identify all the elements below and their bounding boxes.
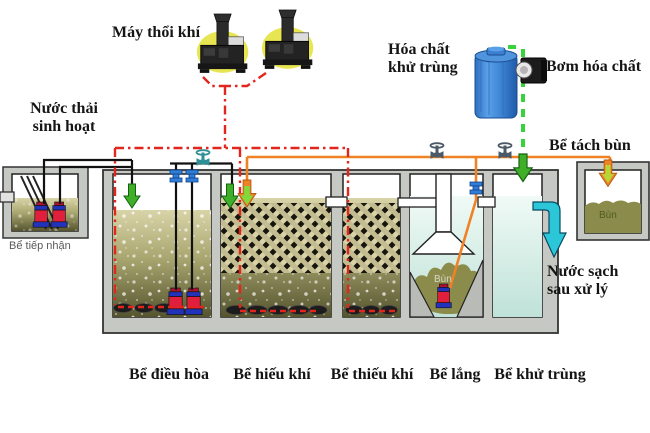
bio-media: [221, 203, 331, 273]
chemical-pump-label: Bơm hóa chất: [546, 58, 642, 75]
influent-label-line2: sinh hoạt: [32, 118, 96, 135]
chemical-pump-unit: [515, 57, 547, 84]
bio-media: [343, 203, 400, 273]
air-blower-right: [261, 9, 314, 70]
clean-water-label: Nước sạch sau xử lý: [547, 263, 618, 299]
sludge-label-settling: Bùn: [434, 274, 452, 285]
clean-water-label-line2: sau xử lý: [547, 281, 609, 298]
influent-label: Nước thải sinh hoạt: [30, 100, 98, 136]
hopper-wall: [409, 271, 435, 318]
submersible-pump: [32, 201, 50, 228]
air-blower-left: [196, 13, 249, 74]
settling-tank-label: Bể lắng: [429, 366, 481, 383]
air-pipe: [113, 72, 396, 313]
sludge-separation-tank: [576, 161, 650, 241]
equalization-tank-label: Bể điều hòa: [128, 366, 210, 383]
sludge-return-pipe: [245, 155, 612, 289]
influent-label-line1: Nước thải: [30, 100, 98, 117]
sludge-label-sludge-tank: Bùn: [599, 210, 617, 221]
feed-well: [411, 173, 476, 255]
clean-water-outlet-pipe: [532, 201, 567, 259]
chemical-tank: [474, 46, 518, 119]
influent-inlet-pipe: [0, 191, 15, 203]
anoxic-tank-label: Bể thiếu khí: [330, 366, 414, 383]
main-plant-structure: [102, 169, 559, 334]
disinfection-tank-label: Bể khử trùng: [494, 366, 586, 383]
sludge-separation-tank-label: Bể tách bùn: [549, 137, 631, 154]
receiving-tank-label: Bể tiếp nhận: [9, 240, 71, 252]
submersible-pump: [184, 287, 203, 315]
gate-valve: [497, 142, 513, 159]
submersible-pump: [166, 287, 185, 315]
chemical-label: Hóa chất khử trùng: [388, 41, 458, 77]
chemical-label-line2: khử trùng: [388, 59, 458, 76]
gate-valve: [429, 142, 445, 159]
air-blower-label: Máy thổi khí: [112, 24, 201, 41]
gate-valve: [195, 149, 211, 166]
chemical-label-line1: Hóa chất: [388, 41, 450, 58]
clean-water-label-line1: Nước sạch: [547, 263, 619, 280]
hopper-wall: [456, 259, 484, 318]
submersible-pump: [50, 201, 68, 228]
sludge-content: [585, 200, 641, 233]
aerobic-tank-label: Bể hiếu khí: [233, 366, 311, 383]
